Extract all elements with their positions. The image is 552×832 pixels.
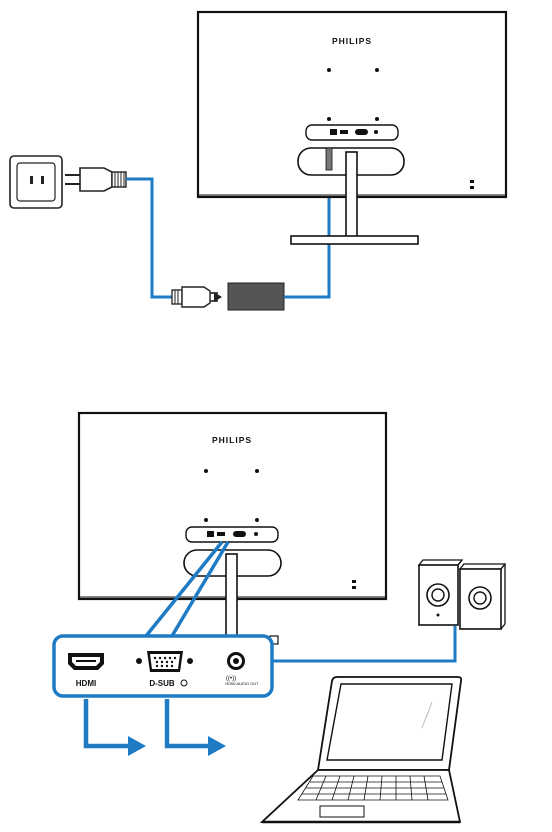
power-plug-icon (65, 167, 127, 192)
audio-cable (272, 626, 457, 663)
power-cord (126, 177, 172, 299)
monitor-rear-top: PHILIPS (196, 10, 508, 245)
adapter-plug-icon (171, 286, 218, 308)
adapter-cable (284, 172, 331, 299)
vga-symbol-icon (180, 679, 188, 687)
audio-out-port (227, 652, 245, 670)
speakers-icon (417, 559, 507, 630)
audio-wave-icon: ((•)) (226, 676, 236, 682)
hdmi-label: HDMI (76, 679, 96, 688)
laptop-icon (259, 676, 463, 824)
signal-connection-diagram: PHILIPS HDMI (52, 411, 507, 824)
zoom-line (170, 541, 230, 637)
audio-out-label: HDMI AUDIO OUT (225, 681, 259, 686)
power-adapter (227, 282, 285, 311)
power-connection-diagram: PHILIPS (9, 10, 508, 311)
zoom-line (144, 540, 224, 638)
wall-outlet-icon (9, 155, 63, 209)
laptop-touchpad (319, 805, 365, 818)
monitor-rear-bottom: PHILIPS (77, 411, 388, 641)
dsub-label: D-SUB (149, 679, 175, 688)
hdmi-cable-arrow (83, 699, 128, 749)
arrow-icon (214, 292, 222, 302)
dsub-cable-arrow (164, 699, 208, 749)
monitor-brand-logo: PHILIPS (332, 36, 372, 46)
rear-port-panel (305, 124, 399, 141)
arrow-head-icon (208, 736, 226, 756)
monitor-stand-neck (345, 151, 358, 238)
monitor-stand-base (290, 235, 419, 245)
arrow-head-icon (128, 736, 146, 756)
monitor-brand-logo: PHILIPS (212, 435, 252, 445)
hdmi-port (68, 653, 104, 670)
rear-port-panel (185, 526, 279, 543)
monitor-stand-neck (225, 553, 238, 641)
power-connector (325, 147, 333, 171)
dsub-port (136, 651, 193, 672)
